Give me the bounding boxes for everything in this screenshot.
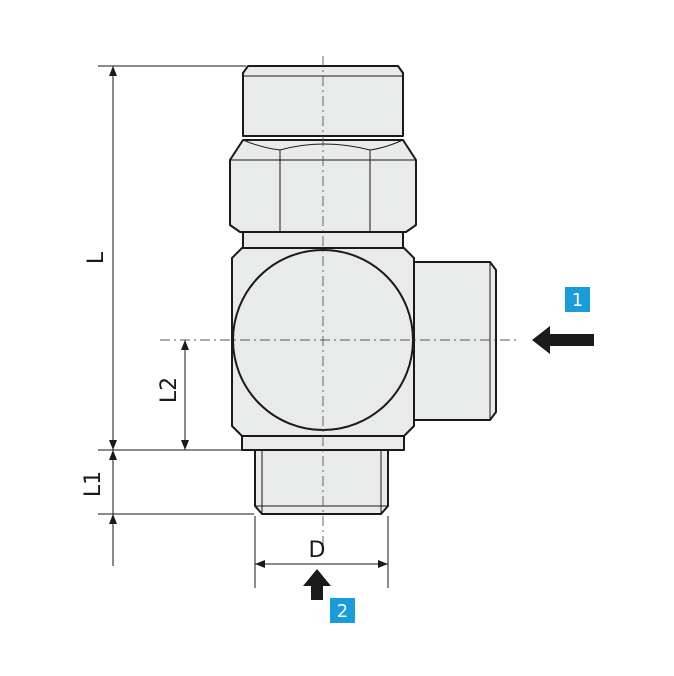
- inlet-indicator: 1: [532, 287, 594, 354]
- L2-label: L2: [157, 377, 182, 403]
- dimension-L2: L2: [157, 340, 242, 451]
- port-2-label: 2: [337, 601, 348, 622]
- port-1-badge: [565, 287, 590, 312]
- hex-nut-face-curves: [242, 139, 404, 232]
- port-2-badge: [330, 598, 355, 623]
- arrow-left-icon: [532, 326, 594, 354]
- port-1-label: 1: [572, 290, 583, 311]
- dimension-L1: L1: [81, 450, 254, 566]
- L1-label: L1: [81, 471, 106, 497]
- arrow-up-icon: [303, 569, 331, 600]
- side-port: [413, 261, 497, 421]
- L-label: L: [84, 251, 109, 264]
- outlet-indicator: 2: [303, 569, 355, 623]
- fitting-body: [229, 65, 497, 515]
- threaded-stem: [254, 449, 389, 515]
- D-label: D: [309, 538, 326, 563]
- dimension-D: D: [254, 516, 389, 588]
